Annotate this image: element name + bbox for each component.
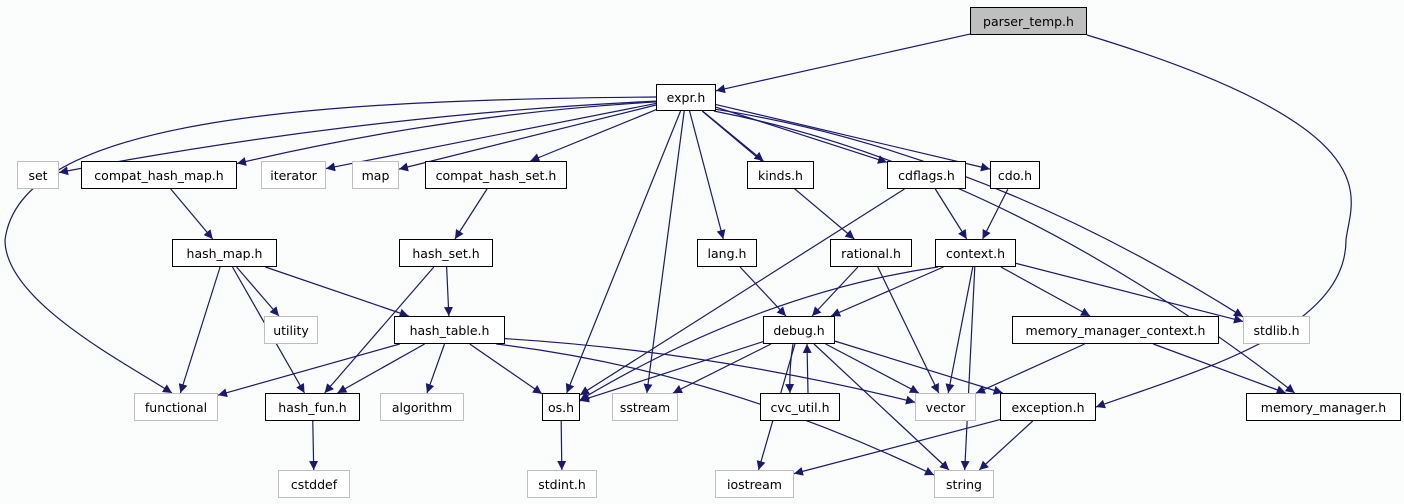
node-memory-manager-h[interactable]: memory_manager.h	[1246, 393, 1401, 421]
edge-parser-temp-to-expr	[715, 33, 971, 94]
edge-hash-table-to-hash-fun	[337, 343, 425, 394]
node-compat-hash-map-h[interactable]: compat_hash_map.h	[81, 161, 237, 189]
edge-expr-to-compat-hash-map	[236, 101, 657, 166]
edge-cdo-to-context	[982, 188, 1009, 240]
node-string: string	[934, 470, 994, 498]
edge-rational-to-vector	[877, 266, 940, 394]
edge-context-to-os	[579, 266, 938, 401]
edge-expr-to-lang	[688, 110, 726, 240]
edge-rational-to-debug	[811, 266, 859, 317]
node-stdint-h: stdint.h	[527, 470, 597, 498]
node-parser-temp-h[interactable]: parser_temp.h	[970, 7, 1087, 35]
node-cvc-util-h[interactable]: cvc_util.h	[760, 393, 840, 421]
node-kinds-h[interactable]: kinds.h	[747, 161, 814, 189]
node-rational-h[interactable]: rational.h	[830, 239, 912, 267]
node-exception-h[interactable]: exception.h	[1000, 393, 1096, 421]
edge-exception-to-string	[978, 420, 1034, 471]
node-utility: utility	[264, 316, 318, 344]
edge-os-to-stdint	[557, 420, 567, 471]
edge-debug-to-cvc-util	[785, 343, 795, 394]
edge-exception-to-iostream	[793, 419, 1001, 476]
edge-hash-map-to-functional	[178, 266, 221, 394]
edge-context-to-string	[960, 266, 976, 471]
node-cstddef: cstddef	[278, 470, 350, 498]
node-iostream: iostream	[715, 470, 794, 498]
edge-parser-temp-to-exception	[1086, 34, 1352, 409]
edge-cvc-util-to-debug	[802, 343, 812, 394]
edge-hash-map-to-hash-table	[265, 266, 409, 318]
edge-expr-to-sstream	[643, 110, 685, 394]
node-hash-table-h[interactable]: hash_table.h	[394, 316, 505, 344]
node-os-h[interactable]: os.h	[542, 393, 580, 421]
edge-debug-to-os	[579, 341, 764, 403]
node-cdflags-h[interactable]: cdflags.h	[887, 161, 966, 189]
node-algorithm: algorithm	[380, 393, 464, 421]
edge-context-to-debug	[830, 266, 944, 317]
edge-lang-to-debug	[739, 266, 787, 317]
node-map: map	[352, 161, 399, 189]
edge-hash-set-to-hash-fun	[324, 266, 435, 394]
node-memory-manager-context-h[interactable]: memory_manager_context.h	[1012, 316, 1219, 344]
node-iterator: iterator	[261, 161, 326, 189]
node-hash-set-h[interactable]: hash_set.h	[399, 239, 493, 267]
node-sstream: sstream	[612, 393, 678, 421]
edge-hash-table-to-string	[496, 343, 935, 476]
node-stdlib-h: stdlib.h	[1243, 316, 1310, 344]
edge-cdflags-to-os	[579, 188, 905, 396]
edge-expr-to-stdlib	[715, 108, 1244, 318]
edge-expr-to-os	[565, 110, 682, 394]
edge-compat-hash-set-to-hash-set	[454, 188, 488, 240]
edge-compat-hash-map-to-hash-map	[170, 188, 214, 240]
edge-debug-to-sstream	[672, 343, 772, 394]
edge-hash-table-to-functional	[217, 343, 400, 398]
node-hash-map-h[interactable]: hash_map.h	[172, 239, 277, 267]
edge-expr-to-cdflags	[715, 106, 888, 164]
edge-context-to-stdlib	[1015, 262, 1244, 324]
node-debug-h[interactable]: debug.h	[763, 316, 835, 344]
edge-expr-to-compat-hash-set	[530, 109, 657, 162]
edge-debug-to-string	[813, 343, 950, 471]
node-functional: functional	[134, 393, 218, 421]
edge-memory-manager-context-to-vector	[975, 343, 1085, 394]
edge-expr-to-set	[58, 100, 657, 176]
node-lang-h[interactable]: lang.h	[697, 239, 757, 267]
edge-context-to-memory-manager-context	[1000, 266, 1091, 317]
node-compat-hash-set-h[interactable]: compat_hash_set.h	[425, 161, 567, 189]
edge-cdflags-to-context	[934, 188, 968, 240]
edge-expr-to-functional	[4, 96, 657, 394]
edge-expr-to-iterator	[325, 102, 657, 172]
edge-hash-map-to-utility	[236, 266, 280, 317]
edge-expr-to-map	[398, 104, 657, 172]
edge-hash-table-to-algorithm	[425, 343, 446, 394]
edge-debug-to-vector	[825, 343, 920, 394]
edge-memory-manager-context-to-memory-manager	[1153, 343, 1286, 395]
node-context-h[interactable]: context.h	[935, 239, 1016, 267]
node-set: set	[17, 161, 59, 189]
edge-context-to-vector	[945, 266, 974, 394]
edge-hash-fun-to-cstddef	[309, 420, 319, 471]
edge-debug-to-exception	[834, 340, 1003, 395]
node-cdo-h[interactable]: cdo.h	[990, 161, 1040, 189]
edge-expr-to-cdo	[715, 103, 991, 172]
node-expr-h[interactable]: expr.h	[656, 84, 716, 111]
edge-hash-table-to-vector	[504, 338, 916, 405]
edge-hash-table-to-os	[469, 343, 543, 395]
node-hash-fun-h[interactable]: hash_fun.h	[265, 393, 360, 421]
node-vector: vector	[915, 393, 976, 421]
edge-hash-set-to-hash-table	[443, 266, 453, 317]
